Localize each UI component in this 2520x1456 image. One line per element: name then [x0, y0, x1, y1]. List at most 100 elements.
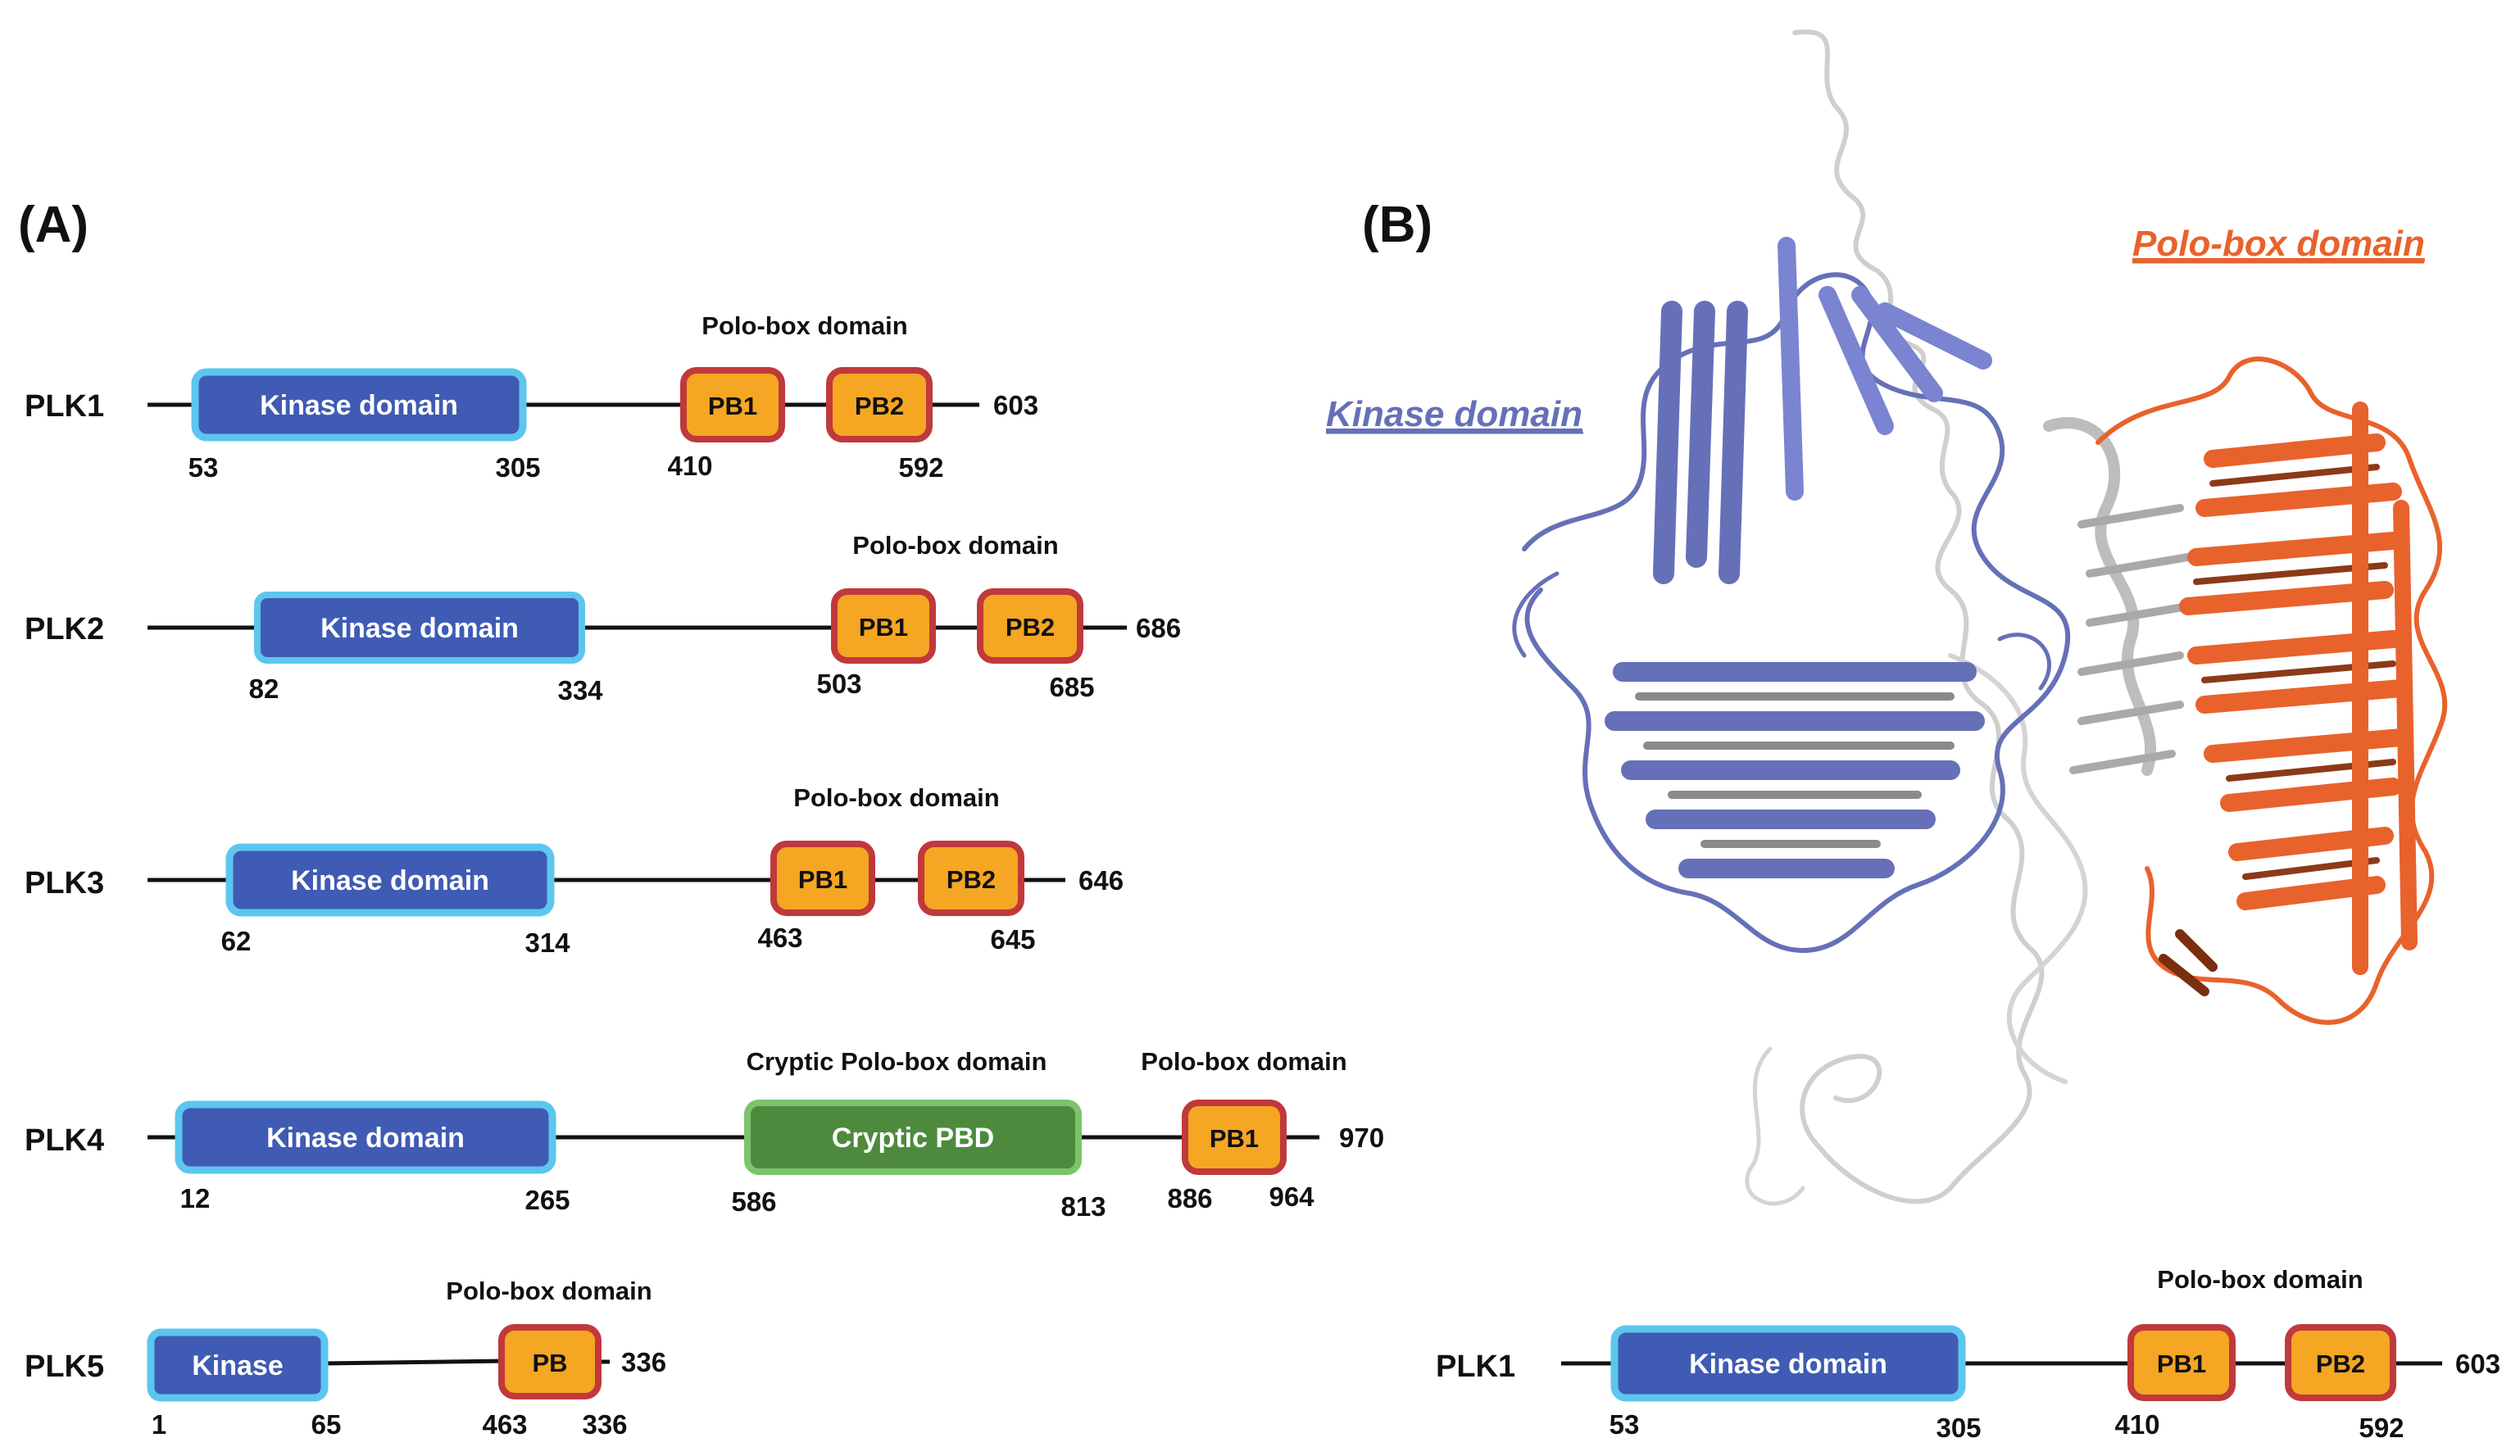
- plk4-cryptic-end: 813: [1060, 1191, 1106, 1222]
- plk1-name: PLK1: [25, 389, 104, 424]
- kinase-beta-strands: [1778, 237, 1992, 501]
- plk5-domain-title: Polo-box domain: [446, 1277, 652, 1305]
- plk1-domain-title: Polo-box domain: [702, 311, 907, 340]
- plk1-kinase-label: Kinase domain: [260, 390, 458, 421]
- plk1-length: 603: [993, 390, 1038, 420]
- plk2-pb2-label: PB2: [1006, 613, 1055, 642]
- plk3-kinase-start: 62: [221, 926, 252, 956]
- plk2-kinase-start: 82: [249, 674, 279, 704]
- plk4-kinase-label: Kinase domain: [266, 1123, 465, 1154]
- plk2-pb-start: 503: [816, 669, 861, 699]
- plk1b-kinase-start: 53: [1610, 1409, 1640, 1440]
- plk2-kinase-box: [254, 592, 585, 664]
- linker-helix-ribbons: [2069, 504, 2192, 774]
- plk1-kinase-end: 305: [495, 452, 540, 483]
- plk3-pb1-label: PB1: [798, 865, 847, 894]
- plk1b-domain-title: Polo-box domain: [2157, 1265, 2363, 1294]
- plk3-name: PLK3: [25, 866, 104, 900]
- plk2-length: 686: [1136, 613, 1181, 643]
- plk5-pb-end: 336: [582, 1409, 627, 1440]
- plk3-length: 646: [1078, 865, 1124, 896]
- linker-loop-bottom: [1745, 1046, 1805, 1206]
- plk3-diagram: PLK3 Kinase domain PB1 PB2 Polo-box doma…: [25, 783, 1124, 958]
- plk3-kinase-box: [225, 843, 555, 917]
- linker-helix-segment: [2043, 417, 2157, 776]
- plk1-pb-end: 592: [898, 452, 943, 483]
- plk1b-pb2-box: [2285, 1324, 2396, 1401]
- plk3-pb2-label: PB2: [947, 865, 996, 894]
- plk4-cryptic-start: 586: [731, 1186, 776, 1217]
- kinase-loops: [1512, 571, 2051, 691]
- plk4-diagram: PLK4 Kinase domain Cryptic PBD PB1 Crypt…: [25, 1047, 1384, 1222]
- plk3-pb1-box: [770, 841, 875, 916]
- plk3-kinase-end: 314: [524, 928, 570, 958]
- plk1-pb-start: 410: [667, 451, 712, 481]
- plk2-diagram: PLK2 Kinase domain PB1 PB2 Polo-box doma…: [25, 531, 1181, 705]
- polo-structure-label: Polo-box domain: [2132, 224, 2425, 264]
- plk5-pb-start: 463: [482, 1409, 527, 1440]
- plk3-kinase-label: Kinase domain: [291, 865, 489, 896]
- plk4-pb1-box: [1182, 1100, 1287, 1175]
- plk4-cryptic-box: [744, 1100, 1082, 1175]
- polo-backbone-path: [2095, 356, 2448, 1025]
- plk5-pb-box: [498, 1324, 602, 1399]
- plk5-kinase-label: Kinase: [192, 1350, 284, 1381]
- plk4-name: PLK4: [25, 1123, 104, 1158]
- kinase-helices-lower: [1605, 662, 1985, 878]
- plk4-kinase-end: 265: [524, 1185, 570, 1215]
- plk2-pb1-box: [831, 588, 936, 664]
- plk5-kinase-start: 1: [152, 1409, 166, 1440]
- plk3-pb2-box: [918, 841, 1024, 916]
- plk1-kinase-box: [191, 368, 527, 442]
- plk5-diagram: PLK5 Kinase PB Polo-box domain 1 65 463 …: [25, 1277, 666, 1440]
- plk5-pb-label: PB: [532, 1349, 567, 1377]
- kinase-helix-shading: [1635, 692, 1955, 848]
- plk1b-pb2-label: PB2: [2316, 1349, 2365, 1378]
- plk1b-kinase-box: [1610, 1325, 1966, 1402]
- plk4-domain-title: Polo-box domain: [1141, 1047, 1346, 1076]
- plk3-domain-title: Polo-box domain: [793, 783, 999, 812]
- plk5-length: 336: [621, 1347, 666, 1377]
- plk4-pb-start: 886: [1167, 1183, 1212, 1213]
- plk1-structure-diagram: PLK1 Kinase domain PB1 PB2 Polo-box doma…: [1436, 1265, 2500, 1443]
- plk1b-pb1-label: PB1: [2157, 1349, 2206, 1378]
- plk1-pb2-box: [826, 367, 933, 442]
- plk1b-kinase-label: Kinase domain: [1689, 1349, 1887, 1380]
- plk1b-pb-start: 410: [2114, 1409, 2159, 1440]
- panel-a-label: (A): [18, 197, 89, 253]
- plk1-pb1-label: PB1: [708, 392, 757, 420]
- plk4-pb1-label: PB1: [1210, 1124, 1259, 1153]
- plk4-kinase-start: 12: [180, 1183, 211, 1213]
- polo-helix-ribbons: [2179, 433, 2410, 910]
- plk4-pb-end: 964: [1269, 1182, 1314, 1212]
- plk1-kinase-start: 53: [188, 452, 219, 483]
- plk5-linker: [324, 1358, 507, 1366]
- linker-backbone-path: [1792, 29, 2045, 1204]
- plk4-cryptic-title: Cryptic Polo-box domain: [747, 1047, 1047, 1076]
- plk4-cryptic-label: Cryptic PBD: [832, 1123, 994, 1154]
- plk1b-length: 603: [2455, 1349, 2500, 1379]
- plk2-kinase-end: 334: [557, 675, 603, 705]
- plk1b-kinase-end: 305: [1936, 1413, 1981, 1443]
- kinase-structure-label: Kinase domain: [1326, 394, 1582, 434]
- plk4-length: 970: [1339, 1123, 1384, 1153]
- plk1b-pb-end: 592: [2359, 1413, 2404, 1443]
- plk5-kinase-box: [147, 1328, 329, 1402]
- plk5-kinase-end: 65: [311, 1409, 342, 1440]
- plk1-pb2-label: PB2: [855, 392, 904, 420]
- plk3-pb-end: 645: [990, 924, 1035, 955]
- plk3-pb-start: 463: [757, 923, 802, 953]
- plk1-pb1-box: [680, 367, 785, 442]
- plk2-domain-title: Polo-box domain: [852, 531, 1058, 560]
- plk1-structure-image: [1512, 29, 2448, 1206]
- panel-b-label: (B): [1362, 197, 1433, 253]
- plk4-kinase-box: [175, 1100, 556, 1174]
- polo-helix-shading: [2193, 464, 2396, 880]
- linker-loop-lower: [1948, 653, 2088, 1084]
- plk2-name: PLK2: [25, 612, 104, 646]
- plk1-diagram: PLK1 Kinase domain PB1 PB2 Polo-box doma…: [25, 311, 1038, 483]
- plk2-pb1-label: PB1: [859, 613, 908, 642]
- plk2-kinase-label: Kinase domain: [320, 613, 519, 644]
- plk2-pb2-box: [977, 588, 1083, 664]
